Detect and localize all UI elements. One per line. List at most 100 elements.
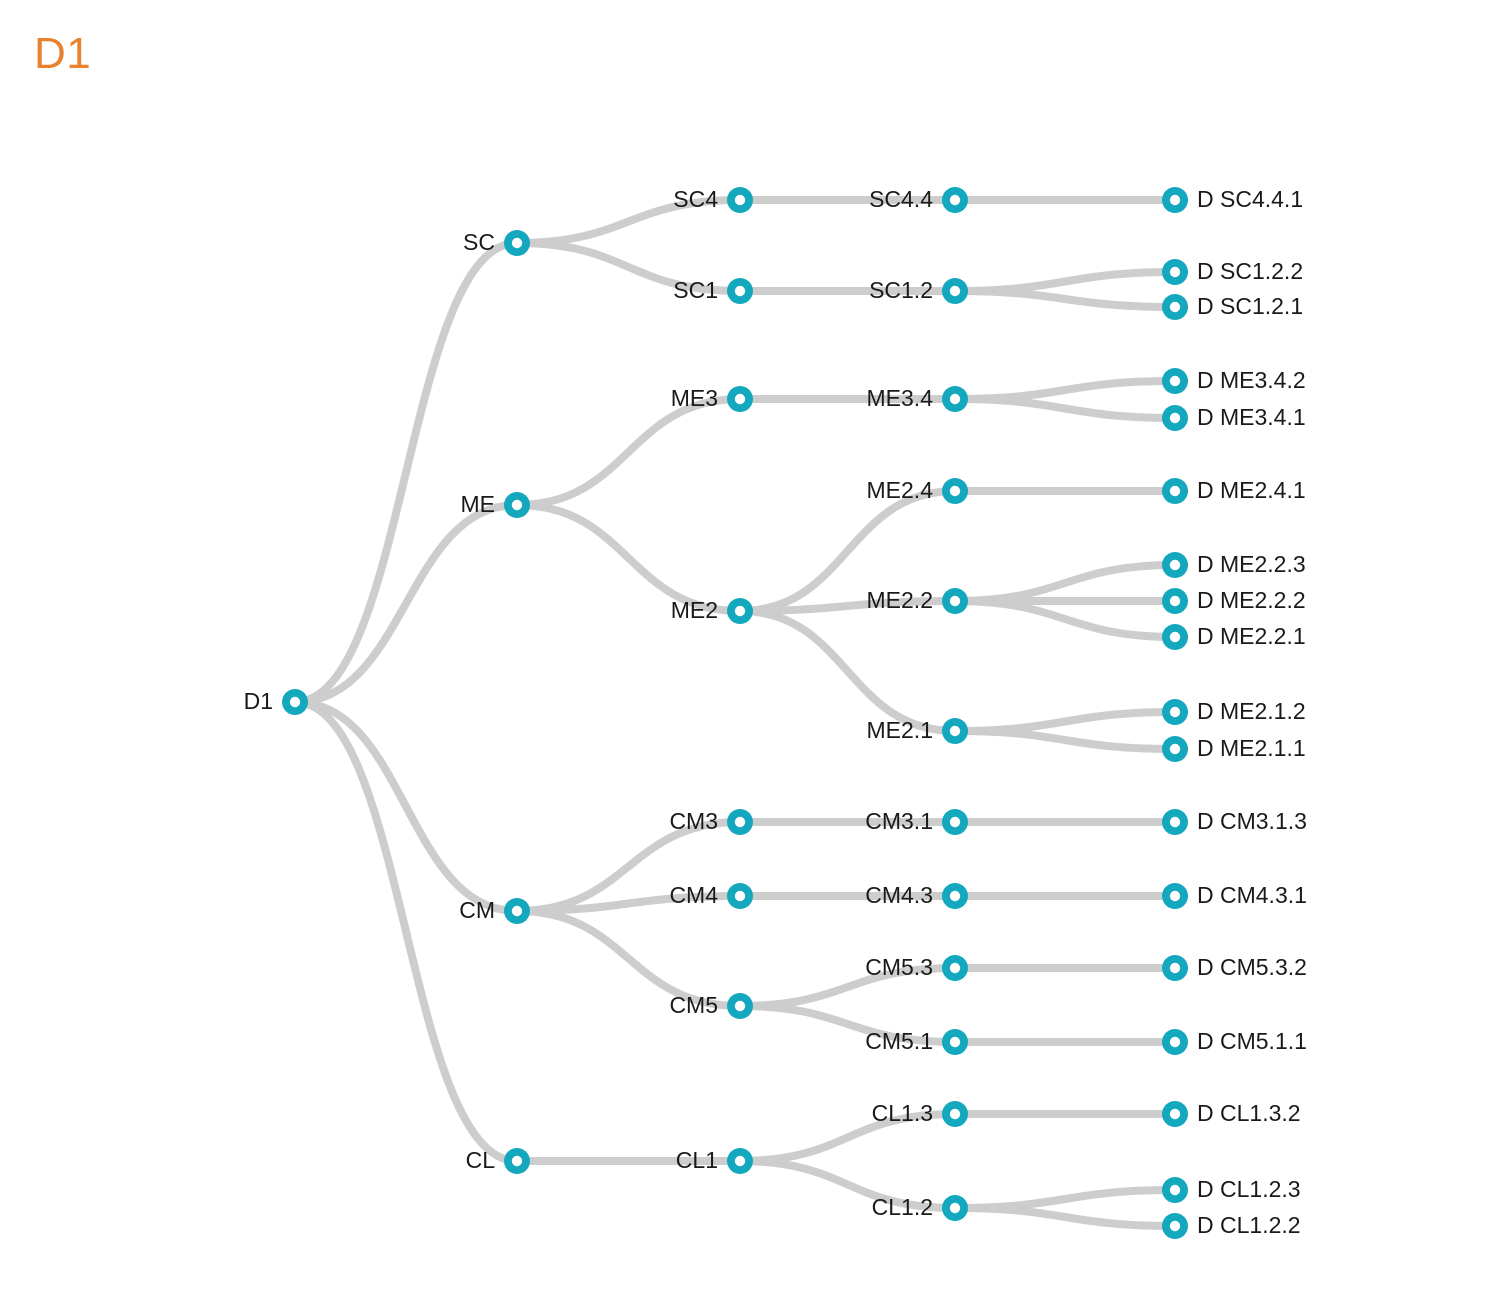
node-label: D ME2.1.2 xyxy=(1197,698,1306,724)
tree-node[interactable]: D CL1.2.2 xyxy=(1162,1212,1301,1239)
node-circle-center xyxy=(1169,816,1181,828)
node-circle-center xyxy=(1169,631,1181,643)
tree-node[interactable]: D SC4.4.1 xyxy=(1162,186,1303,213)
tree-node[interactable]: D ME2.1.2 xyxy=(1162,698,1306,725)
tree-node[interactable]: CM4 xyxy=(669,882,753,909)
tree-node[interactable]: CL1.3 xyxy=(872,1100,968,1127)
tree-node[interactable]: D CL1.3.2 xyxy=(1162,1100,1301,1127)
tree-node[interactable]: D SC1.2.2 xyxy=(1162,258,1303,285)
node-label: CM4.3 xyxy=(865,882,933,908)
tree-edge xyxy=(291,698,521,915)
tree-node[interactable]: D ME3.4.1 xyxy=(1162,404,1306,431)
tree-node[interactable]: D ME2.2.1 xyxy=(1162,623,1306,650)
tree-node[interactable]: CM3.1 xyxy=(865,808,968,835)
node-label: D SC1.2.1 xyxy=(1197,293,1303,319)
node-label: D CL1.2.2 xyxy=(1197,1212,1301,1238)
node-circle-center xyxy=(1169,706,1181,718)
node-label: SC1.2 xyxy=(869,277,933,303)
tree-node[interactable]: CL xyxy=(466,1147,530,1174)
node-circle-center xyxy=(1169,412,1181,424)
tree-node[interactable]: D CM5.1.1 xyxy=(1162,1028,1307,1055)
tree-node[interactable]: D ME2.1.1 xyxy=(1162,735,1306,762)
node-circle-center xyxy=(511,499,523,511)
node-label: ME2.2 xyxy=(867,587,933,613)
tree-node[interactable]: CM5.1 xyxy=(865,1028,968,1055)
tree-node[interactable]: SC xyxy=(463,229,530,256)
node-circle-center xyxy=(1169,485,1181,497)
tree-node[interactable]: CL1 xyxy=(676,1147,753,1174)
node-label: D ME2.2.2 xyxy=(1197,587,1306,613)
tree-node[interactable]: CL1.2 xyxy=(872,1194,968,1221)
node-label: D ME2.1.1 xyxy=(1197,735,1306,761)
tree-node[interactable]: ME2.4 xyxy=(867,477,968,504)
node-circle-center xyxy=(511,237,523,249)
tree-node[interactable]: SC4 xyxy=(673,186,753,213)
tree-edge xyxy=(736,487,959,615)
tree-edge xyxy=(951,287,1179,311)
tree-node[interactable]: CM3 xyxy=(669,808,753,835)
tree-node[interactable]: D SC1.2.1 xyxy=(1162,293,1303,320)
tree-node[interactable]: D ME3.4.2 xyxy=(1162,367,1306,394)
node-circle-center xyxy=(1169,595,1181,607)
node-circle-center xyxy=(1169,1036,1181,1048)
node-circle-center xyxy=(949,194,961,206)
tree-node[interactable]: D CL1.2.3 xyxy=(1162,1176,1301,1203)
tree-node[interactable]: D CM3.1.3 xyxy=(1162,808,1307,835)
node-circle-center xyxy=(1169,1220,1181,1232)
node-circle-center xyxy=(511,1155,523,1167)
tree-node[interactable]: D ME2.2.3 xyxy=(1162,551,1306,578)
tree-node[interactable]: SC1 xyxy=(673,277,753,304)
node-label: ME3 xyxy=(671,385,718,411)
tree-node[interactable]: D ME2.2.2 xyxy=(1162,587,1306,614)
node-label: ME xyxy=(461,491,496,517)
node-circle-center xyxy=(949,1202,961,1214)
tree-edge xyxy=(951,597,1179,641)
tree-node[interactable]: CM5.3 xyxy=(865,954,968,981)
node-label: D CL1.3.2 xyxy=(1197,1100,1301,1126)
node-circle-center xyxy=(734,605,746,617)
tree-node[interactable]: ME xyxy=(461,491,531,518)
node-circle-center xyxy=(734,194,746,206)
tree-edge xyxy=(736,597,959,615)
tree-edge xyxy=(736,607,959,735)
tree-edge xyxy=(513,501,744,615)
tree-node[interactable]: D ME2.4.1 xyxy=(1162,477,1306,504)
node-label: D ME3.4.1 xyxy=(1197,404,1306,430)
tree-edge xyxy=(736,1002,959,1046)
node-label: D SC1.2.2 xyxy=(1197,258,1303,284)
tree-node[interactable]: ME2 xyxy=(671,597,753,624)
node-label: CM3 xyxy=(669,808,718,834)
tree-edge xyxy=(951,561,1179,605)
node-circle-center xyxy=(1169,1108,1181,1120)
node-label: D CM5.3.2 xyxy=(1197,954,1307,980)
node-circle-center xyxy=(1169,266,1181,278)
tree-node[interactable]: SC1.2 xyxy=(869,277,968,304)
node-label: CL1 xyxy=(676,1147,718,1173)
node-label: SC xyxy=(463,229,495,255)
tree-edge xyxy=(736,1157,959,1212)
tree-node[interactable]: ME3.4 xyxy=(867,385,968,412)
tree-node[interactable]: SC4.4 xyxy=(869,186,968,213)
node-label: D1 xyxy=(244,688,273,714)
tree-node[interactable]: CM4.3 xyxy=(865,882,968,909)
tree-node[interactable]: ME2.2 xyxy=(867,587,968,614)
tree-node[interactable]: D CM5.3.2 xyxy=(1162,954,1307,981)
tree-node[interactable]: CM5 xyxy=(669,992,753,1019)
node-circle-center xyxy=(1169,559,1181,571)
tree-edge xyxy=(291,239,521,706)
tree-node[interactable]: CM xyxy=(459,897,530,924)
node-label: D CM4.3.1 xyxy=(1197,882,1307,908)
node-label: D ME3.4.2 xyxy=(1197,367,1306,393)
node-label: CM5.1 xyxy=(865,1028,933,1054)
node-circle-center xyxy=(949,285,961,297)
tree-node[interactable]: D CM4.3.1 xyxy=(1162,882,1307,909)
node-circle-center xyxy=(1169,962,1181,974)
tree-edge xyxy=(951,395,1179,422)
node-circle-center xyxy=(949,595,961,607)
node-label: CL xyxy=(466,1147,496,1173)
tree-node[interactable]: D1 xyxy=(244,688,308,715)
tree-node[interactable]: ME2.1 xyxy=(867,717,968,744)
node-circle-center xyxy=(949,393,961,405)
tree-node[interactable]: ME3 xyxy=(671,385,753,412)
